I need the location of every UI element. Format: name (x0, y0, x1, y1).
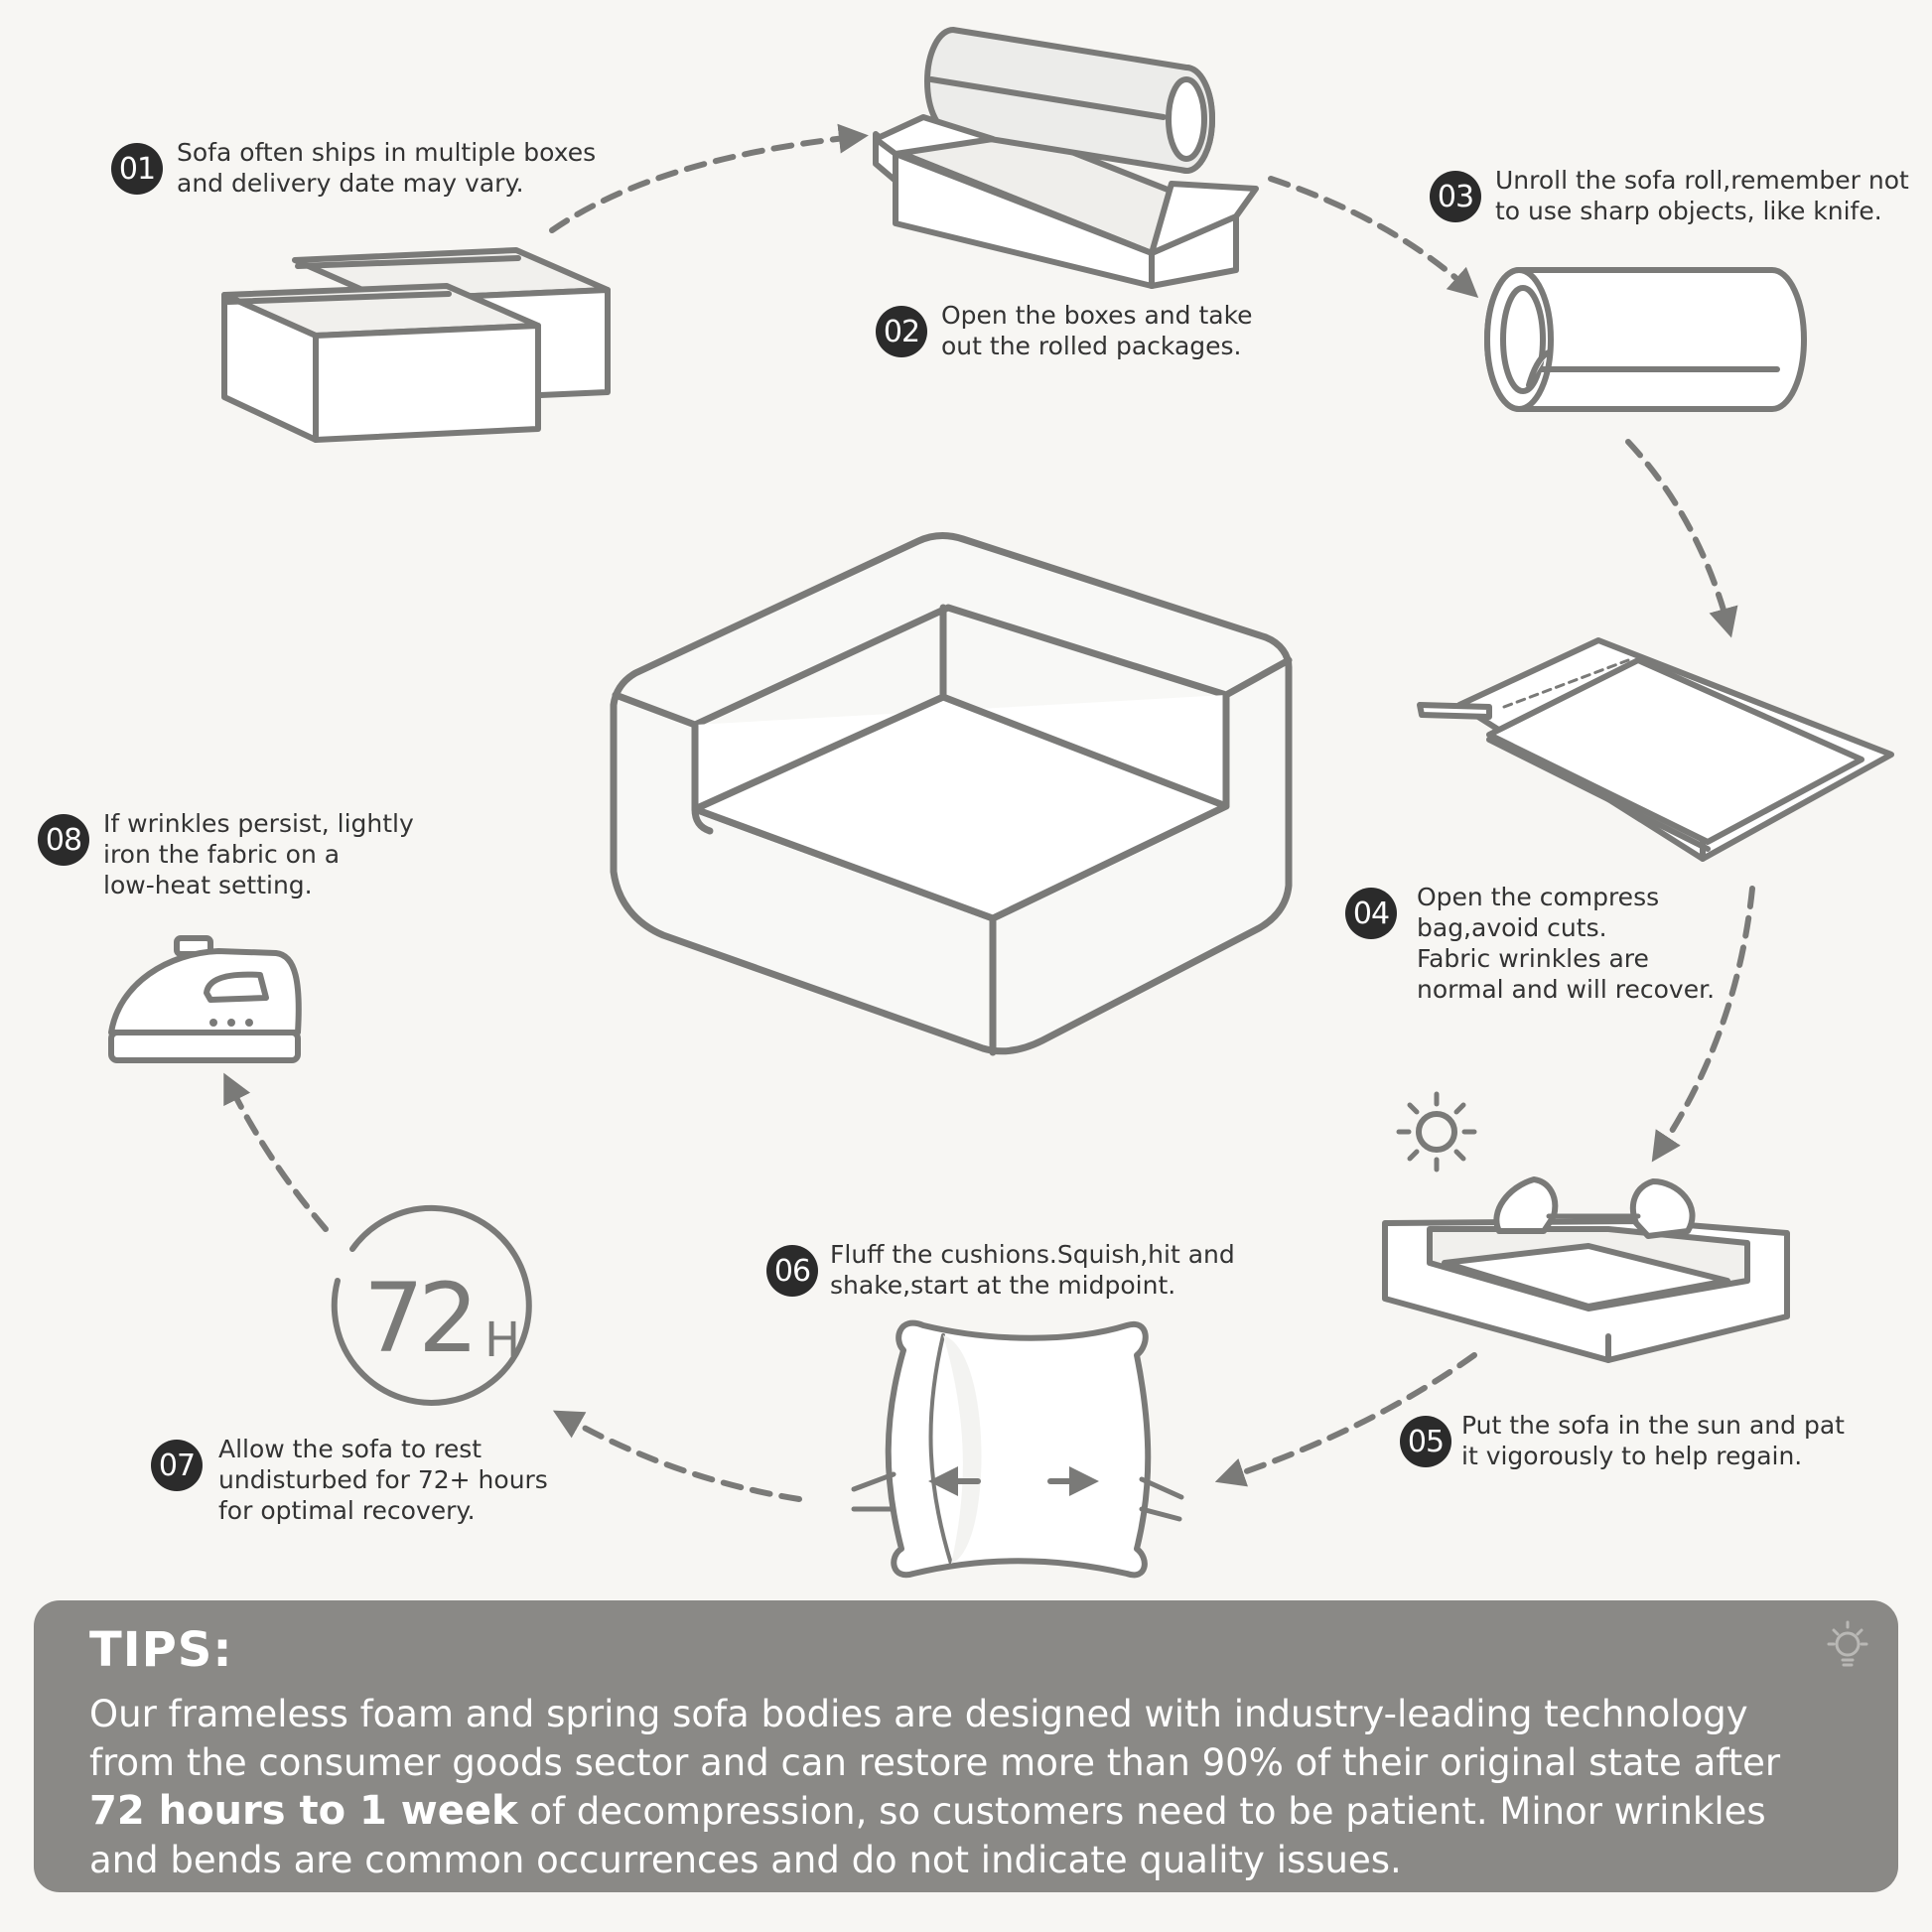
compress-bag-icon (1417, 637, 1894, 862)
timer-value: 72 (363, 1263, 479, 1374)
sofa-illustration (610, 532, 1293, 1056)
tips-title: TIPS: (89, 1622, 233, 1678)
step-line: to use sharp objects, like knife. (1495, 197, 1882, 225)
lightbulb-icon (1827, 1620, 1868, 1667)
step-line: low-heat setting. (103, 871, 313, 899)
timer-72h-icon (331, 1204, 532, 1406)
step-line: Open the boxes and take (941, 301, 1253, 330)
step-description: Allow the sofa to rest undisturbed for 7… (218, 1434, 548, 1526)
step-line: Fabric wrinkles are (1417, 944, 1649, 973)
sun-and-patting-hands-icon (1382, 1091, 1790, 1363)
tips-line-4: and bends are common occurrences and do … (89, 1839, 1402, 1881)
tips-body: Our frameless foam and spring sofa bodie… (89, 1690, 1866, 1884)
step-description: Put the sofa in the sun and pat it vigor… (1461, 1410, 1845, 1471)
step-badge: 03 (1430, 171, 1481, 222)
step-line: it vigorously to help regain. (1461, 1442, 1803, 1470)
step-badge: 07 (151, 1440, 203, 1491)
flow-arrow-4-5 (1651, 886, 1755, 1163)
tips-line-1: Our frameless foam and spring sofa bodie… (89, 1693, 1748, 1735)
clothes-iron-icon (108, 935, 302, 1063)
step-badge: 01 (111, 143, 163, 195)
step-description: Open the compress bag,avoid cuts. Fabric… (1417, 882, 1715, 1005)
stacked-boxes-icon (221, 247, 611, 443)
step-line: Sofa often ships in multiple boxes (177, 138, 597, 167)
tips-line-3: of decompression, so customers need to b… (517, 1790, 1766, 1833)
step-line: Unroll the sofa roll,remember not (1495, 166, 1909, 195)
tips-panel: TIPS: Our frameless foam and spring sofa… (34, 1600, 1898, 1892)
flow-arrow-7-8 (223, 1072, 329, 1232)
step-line: out the rolled packages. (941, 332, 1242, 360)
step-line: Put the sofa in the sun and pat (1461, 1411, 1845, 1440)
step-description: Fluff the cushions.Squish,hit and shake,… (830, 1239, 1235, 1301)
cushion-fluff-icon (851, 1319, 1184, 1579)
step-description: Open the boxes and take out the rolled p… (941, 300, 1253, 361)
step-line: and delivery date may vary. (177, 169, 524, 198)
flow-arrow-3-4 (1625, 439, 1738, 638)
step-badge: 04 (1345, 888, 1397, 939)
sofa-roll-icon (1484, 267, 1807, 412)
step-line: shake,start at the midpoint. (830, 1271, 1176, 1300)
flow-arrow-5-6 (1214, 1352, 1477, 1487)
step-line: normal and will recover. (1417, 975, 1716, 1004)
step-badge: 05 (1400, 1416, 1451, 1467)
step-line: Open the compress (1417, 883, 1660, 911)
step-badge: 06 (766, 1245, 818, 1297)
step-description: If wrinkles persist, lightly iron the fa… (103, 808, 414, 900)
tips-highlight: 72 hours to 1 week (89, 1788, 518, 1834)
flow-arrow-1-2 (549, 123, 869, 233)
step-line: iron the fabric on a (103, 840, 341, 869)
step-line: Fluff the cushions.Squish,hit and (830, 1240, 1235, 1269)
flow-arrow-2-3 (1268, 176, 1479, 299)
open-box-with-roll-icon (873, 27, 1259, 289)
step-line: Allow the sofa to rest (218, 1435, 483, 1463)
step-badge: 08 (38, 814, 89, 866)
step-badge: 02 (876, 306, 927, 357)
timer-unit: H (484, 1312, 521, 1368)
step-line: undisturbed for 72+ hours (218, 1465, 548, 1494)
step-line: for optimal recovery. (218, 1496, 476, 1525)
tips-line-2: from the consumer goods sector and can r… (89, 1741, 1781, 1784)
step-line: bag,avoid cuts. (1417, 913, 1607, 942)
step-description: Sofa often ships in multiple boxes and d… (177, 137, 596, 199)
flow-arrow-6-7 (552, 1410, 802, 1502)
timer-label: 72 H (357, 1263, 556, 1382)
step-description: Unroll the sofa roll,remember not to use… (1495, 165, 1909, 226)
step-line: If wrinkles persist, lightly (103, 809, 414, 838)
